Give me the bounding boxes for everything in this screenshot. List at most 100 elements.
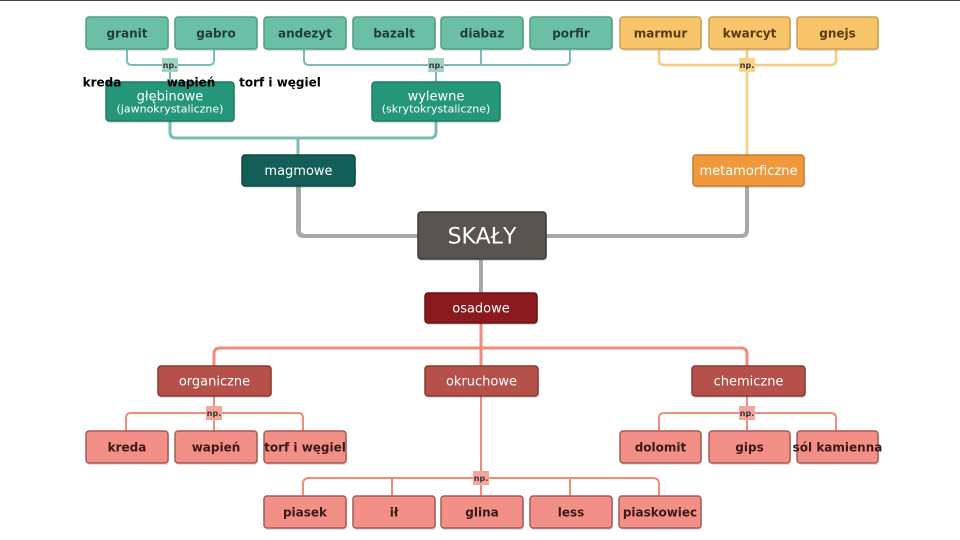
node-label: kreda <box>83 75 122 89</box>
node-label: osadowe <box>452 302 510 317</box>
node-label: granit <box>107 26 148 40</box>
example-wylewne-0[interactable]: andezyt <box>263 16 347 51</box>
node-box <box>529 495 613 529</box>
example-tag-label: np. <box>207 409 221 418</box>
connector-root-magmowe-2 <box>296 186 418 238</box>
example-tag: np. <box>162 58 178 72</box>
node-sublabel: (skrytokrystaliczne) <box>382 103 491 116</box>
undefined-1[interactable]: wapień <box>167 75 216 89</box>
node-box <box>618 495 702 529</box>
node-box <box>692 154 805 187</box>
node-glebinowe[interactable]: głębinowe(jawnokrystaliczne) <box>105 81 235 123</box>
node-box <box>263 430 347 464</box>
node-label: diabaz <box>460 26 504 40</box>
node-box <box>157 365 272 397</box>
example-okruchowe-2[interactable]: glina <box>440 495 524 530</box>
node-sublabel: (jawnokrystaliczne) <box>117 103 224 116</box>
connector-root-metamorficzne <box>546 186 749 238</box>
example-wylewne-3[interactable]: porfir <box>529 16 613 51</box>
node-box <box>105 81 235 122</box>
node-box <box>174 16 258 50</box>
example-wylewne-2[interactable]: diabaz <box>440 16 524 51</box>
node-metamorficzne[interactable]: metamorficzne <box>692 154 805 188</box>
example-tag-bg <box>162 58 178 72</box>
example-tag-label: np. <box>429 61 443 70</box>
example-tag: np. <box>428 58 444 72</box>
example-tag-label: np. <box>740 409 754 418</box>
node-wylewne[interactable]: wylewne(skrytokrystaliczne) <box>371 81 501 123</box>
example-metamorficzne-1[interactable]: kwarcyt <box>708 16 791 51</box>
node-label: kreda <box>108 441 147 455</box>
example-glebinowe-0[interactable]: granit <box>85 16 169 51</box>
node-label: torf i węgiel <box>264 441 346 455</box>
undefined-2[interactable]: torf i węgiel <box>239 75 321 89</box>
connector-magmowe-subtypes <box>168 121 438 140</box>
node-box <box>371 81 501 122</box>
node-box <box>85 16 169 50</box>
node-box <box>352 16 436 50</box>
node-magmowe[interactable]: magmowe <box>241 154 356 188</box>
example-okruchowe-0[interactable]: piasek <box>263 495 347 530</box>
example-tag: np. <box>206 406 222 420</box>
node-label: dolomit <box>635 441 687 455</box>
node-box <box>174 430 258 464</box>
node-label: kwarcyt <box>723 26 777 40</box>
example-tag-bg <box>739 406 755 420</box>
node-label: ił <box>390 506 399 520</box>
node-label: głębinowe <box>137 90 204 105</box>
example-okruchowe-4[interactable]: piaskowiec <box>618 495 702 530</box>
node-box <box>691 365 806 397</box>
node-label: andezyt <box>278 26 332 40</box>
example-tag-label: np. <box>740 61 754 70</box>
example-tag: np. <box>739 58 755 72</box>
node-chemiczne[interactable]: chemiczne <box>691 365 806 398</box>
undefined-0[interactable]: kreda <box>83 75 122 89</box>
example-metamorficzne-0[interactable]: marmur <box>619 16 702 51</box>
example-metamorficzne-2[interactable]: gnejs <box>796 16 879 51</box>
example-tag: np. <box>473 471 489 485</box>
example-tag-bg <box>428 58 444 72</box>
top-border <box>0 0 960 1</box>
node-box <box>708 16 791 50</box>
node-label: piasek <box>283 506 328 520</box>
node-okruchowe[interactable]: okruchowe <box>424 365 539 398</box>
example-chemiczne-0[interactable]: dolomit <box>619 430 702 465</box>
node-box <box>352 495 436 529</box>
node-skaly[interactable]: SKAŁY <box>417 211 547 261</box>
node-label: wylewne <box>408 90 465 105</box>
example-tag-bg <box>206 406 222 420</box>
node-box <box>417 211 547 260</box>
example-okruchowe-3[interactable]: less <box>529 495 613 530</box>
node-label: okruchowe <box>446 375 517 390</box>
node-label: glina <box>465 506 498 520</box>
node-label: wapień <box>167 75 216 89</box>
example-chemiczne-2[interactable]: sól kamienna <box>793 430 883 465</box>
node-box <box>85 430 169 464</box>
example-tag-bg <box>739 58 755 72</box>
nodes: SKAŁYmagmowegłębinowe(jawnokrystaliczne)… <box>83 16 883 530</box>
node-box <box>424 292 538 324</box>
example-tag: np. <box>739 406 755 420</box>
example-okruchowe-1[interactable]: ił <box>352 495 436 530</box>
example-organiczne-0[interactable]: kreda <box>85 430 169 465</box>
example-glebinowe-1[interactable]: gabro <box>174 16 258 51</box>
node-label: sól kamienna <box>793 441 883 455</box>
node-label: less <box>558 506 585 520</box>
node-label: chemiczne <box>714 375 784 390</box>
example-tag-label: np. <box>474 474 488 483</box>
node-label: marmur <box>634 26 688 40</box>
example-tag-bg <box>473 471 489 485</box>
node-box <box>619 16 702 50</box>
node-box <box>796 16 879 50</box>
node-label: gabro <box>196 26 235 40</box>
node-box <box>263 495 347 529</box>
node-label: organiczne <box>179 375 250 390</box>
example-chemiczne-1[interactable]: gips <box>708 430 791 465</box>
example-wylewne-1[interactable]: bazalt <box>352 16 436 51</box>
node-box <box>263 16 347 50</box>
example-organiczne-1[interactable]: wapień <box>174 430 258 465</box>
node-box <box>619 430 702 464</box>
node-osadowe[interactable]: osadowe <box>424 292 538 325</box>
example-organiczne-2[interactable]: torf i węgiel <box>263 430 347 465</box>
node-organiczne[interactable]: organiczne <box>157 365 272 398</box>
